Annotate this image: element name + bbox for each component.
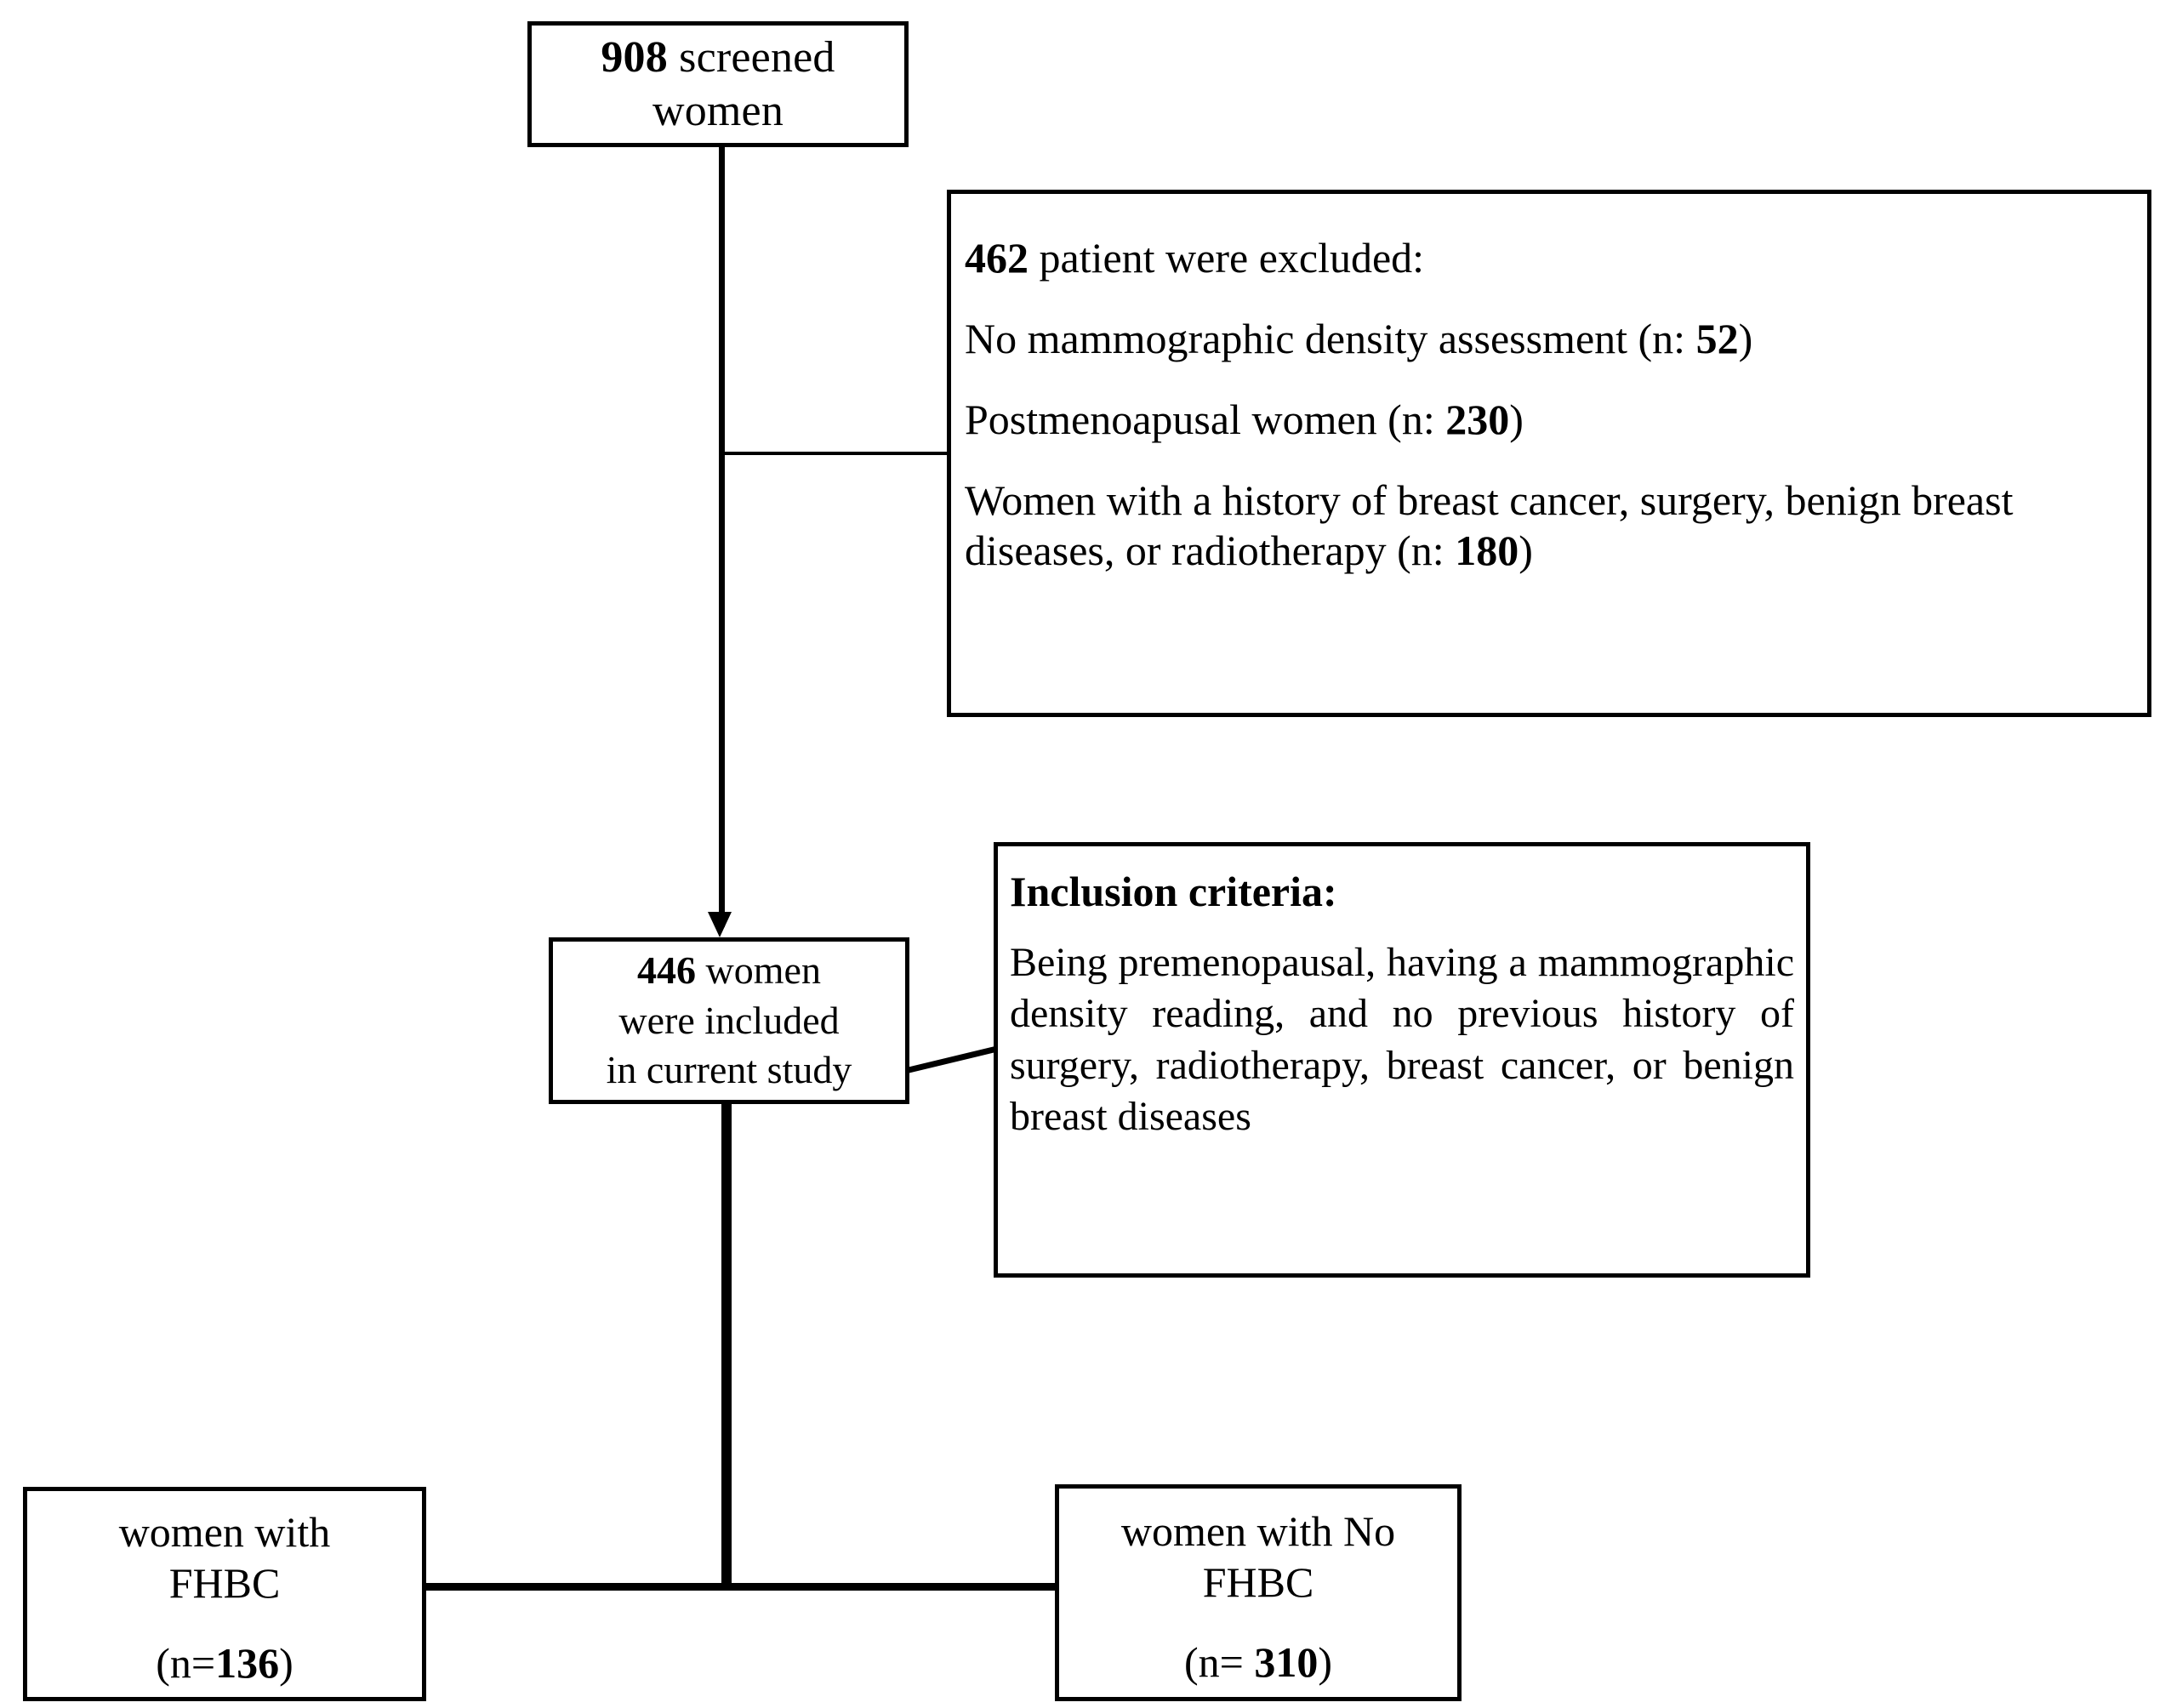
included-line-2: were included xyxy=(618,998,840,1042)
screened-line-1: 908 screened xyxy=(601,31,835,84)
node-women-with-no-fhbc: women with No FHBC (n= 310) xyxy=(1055,1484,1462,1701)
excluded-reason-3: Women with a history of breast cancer, s… xyxy=(965,476,2014,574)
no-fhbc-line-2: FHBC xyxy=(1202,1557,1314,1606)
excluded-count: 462 xyxy=(965,234,1029,282)
connector-to-inclusion-box xyxy=(902,1045,1000,1075)
included-line-1: 446 women xyxy=(637,948,821,993)
fhbc-line-1: women with xyxy=(118,1508,331,1556)
fhbc-line-2: FHBC xyxy=(168,1559,281,1607)
screened-label: screened xyxy=(667,32,835,82)
node-included-women: 446 women were included in current study xyxy=(549,937,909,1104)
node-excluded-patients: 462 patient were excluded: No mammograph… xyxy=(947,190,2151,717)
excluded-reason-1: No mammographic density assessment (n: 5… xyxy=(965,315,1753,362)
excluded-reason-2-count: 230 xyxy=(1445,396,1510,443)
included-line-3: in current study xyxy=(606,1048,852,1092)
inclusion-body: Being premenopausal, having a mammograph… xyxy=(1010,940,1794,1140)
excluded-reason-2: Postmenoapusal women (n: 230) xyxy=(965,396,1524,443)
excluded-header: 462 patient were excluded: xyxy=(965,234,1425,282)
arrowhead-icon xyxy=(708,912,732,937)
excluded-reason-1-count: 52 xyxy=(1695,315,1739,362)
connector-included-to-groups xyxy=(721,1102,732,1591)
node-screened-women: 908 screened women xyxy=(527,21,909,147)
screened-line-2: women xyxy=(652,87,784,135)
node-inclusion-criteria: Inclusion criteria: Being premenopausal,… xyxy=(994,842,1810,1278)
excluded-reason-3-count: 180 xyxy=(1455,527,1519,574)
screened-count: 908 xyxy=(601,32,668,82)
fhbc-count-value: 136 xyxy=(215,1639,280,1687)
connector-to-excluded-box xyxy=(725,452,948,455)
no-fhbc-line-1: women with No xyxy=(1120,1506,1396,1555)
connector-group-rail xyxy=(377,1583,1057,1591)
no-fhbc-count: (n= 310) xyxy=(1183,1637,1332,1686)
fhbc-count: (n=136) xyxy=(156,1639,293,1687)
inclusion-heading: Inclusion criteria: xyxy=(1010,868,1337,915)
connector-screened-to-included xyxy=(719,145,725,927)
node-women-with-fhbc: women with FHBC (n=136) xyxy=(23,1487,426,1701)
included-count: 446 xyxy=(637,948,697,993)
no-fhbc-count-value: 310 xyxy=(1254,1637,1319,1686)
